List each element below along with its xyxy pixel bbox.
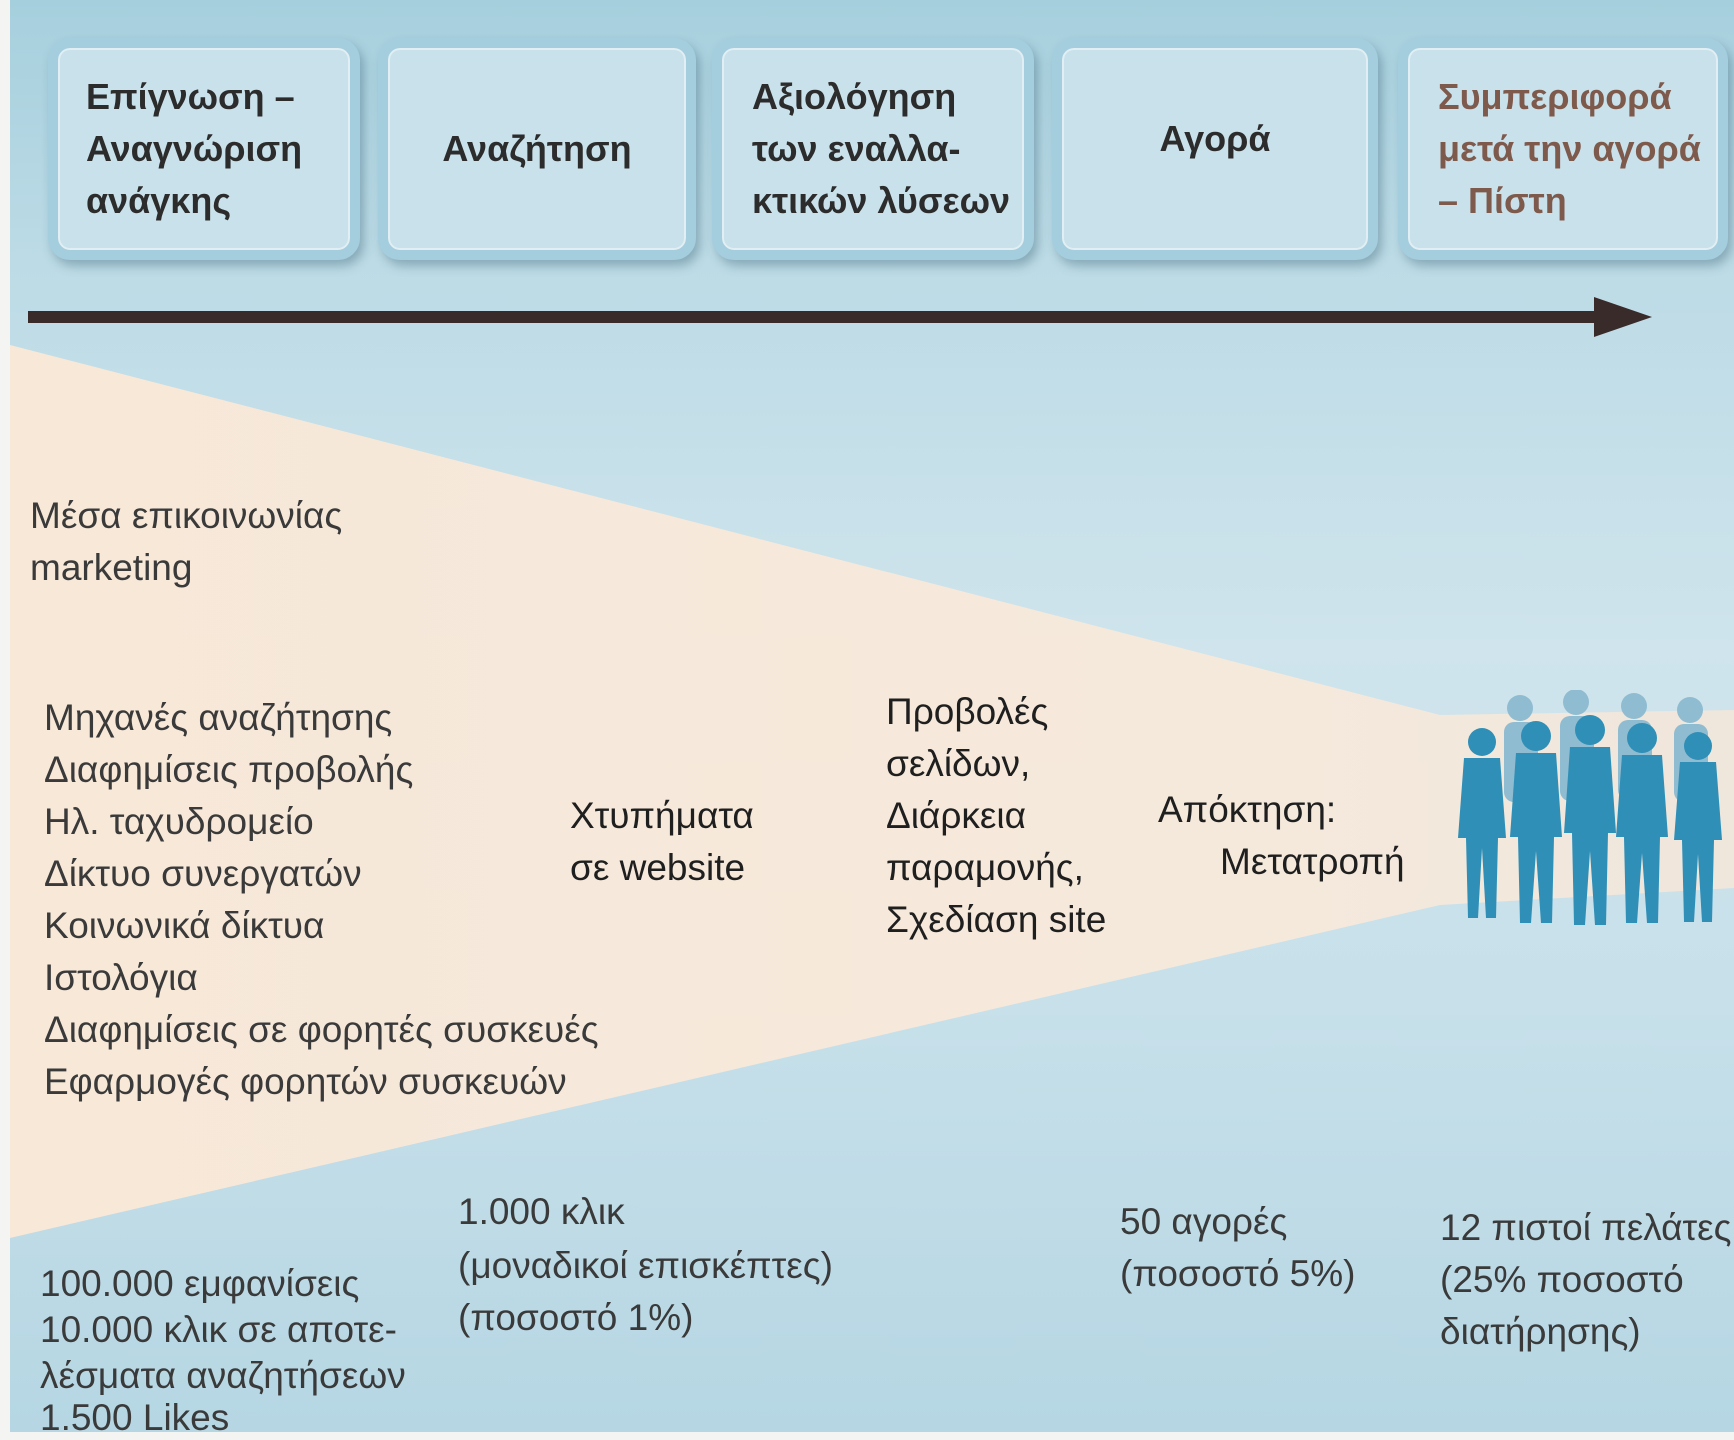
evaluation-metric-line: παραμονής, bbox=[886, 847, 1084, 888]
channel-item: Μηχανές αναζήτησης bbox=[44, 697, 393, 738]
impressions-stat: 100.000 εμφανίσεις bbox=[40, 1263, 360, 1304]
stage-search: Αναζήτηση bbox=[378, 38, 696, 260]
clicks-stat: (μοναδικοί επισκέπτες) bbox=[458, 1245, 833, 1286]
channel-item: Δίκτυο συνεργατών bbox=[44, 853, 362, 894]
media-title-line: Μέσα επικοινωνίας bbox=[30, 495, 343, 536]
loyal-customers-stat: 12 πιστοί πελάτες bbox=[1440, 1207, 1732, 1248]
stage-purchase: Αγορά bbox=[1052, 38, 1378, 260]
channel-item: Κοινωνικά δίκτυα bbox=[44, 905, 325, 946]
clicks-stat: 1.000 κλικ bbox=[458, 1191, 625, 1232]
channel-item: Ηλ. ταχυδρομείο bbox=[44, 801, 314, 842]
purchase-metric-line: Απόκτηση: bbox=[1158, 789, 1337, 830]
channel-item: Διαφημίσεις προβολής bbox=[44, 749, 414, 790]
stage-label: Συμπεριφορά μετά την αγορά – Πίστη bbox=[1438, 76, 1701, 221]
purchases-stat: 50 αγορές bbox=[1120, 1201, 1288, 1242]
timeline-arrow bbox=[28, 297, 1652, 337]
page-edge bbox=[0, 0, 10, 1440]
channel-item: Εφαρμογές φορητών συσκευών bbox=[44, 1061, 567, 1102]
media-title-line: marketing bbox=[30, 547, 193, 588]
evaluation-metric-line: Προβολές bbox=[886, 691, 1049, 732]
stage-awareness: Επίγνωση – Αναγνώριση ανάγκης bbox=[48, 38, 360, 260]
impressions-stat: λέσματα αναζητήσεων bbox=[40, 1355, 406, 1396]
search-metric-line: σε website bbox=[570, 847, 746, 888]
stage-label: Αγορά bbox=[1159, 118, 1271, 159]
evaluation-metric-line: Σχεδίαση site bbox=[886, 899, 1107, 940]
purchases-stat: (ποσοστό 5%) bbox=[1120, 1253, 1356, 1294]
stage-label: Αξιολόγηση των εναλλα- κτικών λύσεων bbox=[752, 76, 1011, 221]
evaluation-metric-line: σελίδων, bbox=[886, 743, 1031, 784]
search-metric-line: Χτυπήματα bbox=[570, 795, 754, 836]
channel-item: Διαφημίσεις σε φορητές συσκευές bbox=[44, 1009, 599, 1050]
clicks-stat: (ποσοστό 1%) bbox=[458, 1297, 694, 1338]
stage-post-purchase: Συμπεριφορά μετά την αγορά – Πίστη bbox=[1398, 38, 1728, 260]
funnel-shape bbox=[10, 345, 1734, 1238]
stage-evaluation: Αξιολόγηση των εναλλα- κτικών λύσεων bbox=[712, 38, 1034, 260]
stage-label: Επίγνωση – Αναγνώριση ανάγκης bbox=[86, 76, 303, 221]
loyal-customers-stat: (25% ποσοστό bbox=[1440, 1259, 1684, 1300]
evaluation-metric-line: Διάρκεια bbox=[886, 795, 1026, 836]
purchase-metric-line: Μετατροπή bbox=[1220, 841, 1405, 882]
impressions-stat: 1.500 Likes bbox=[40, 1397, 230, 1438]
loyal-customers-stat: διατήρησης) bbox=[1440, 1311, 1641, 1352]
people-group-icon bbox=[1458, 690, 1722, 925]
page-edge-bottom bbox=[0, 1432, 1734, 1440]
channel-item: Ιστολόγια bbox=[44, 957, 198, 998]
impressions-stat: 10.000 κλικ σε αποτε- bbox=[40, 1309, 397, 1350]
stage-label: Αναζήτηση bbox=[442, 128, 632, 169]
